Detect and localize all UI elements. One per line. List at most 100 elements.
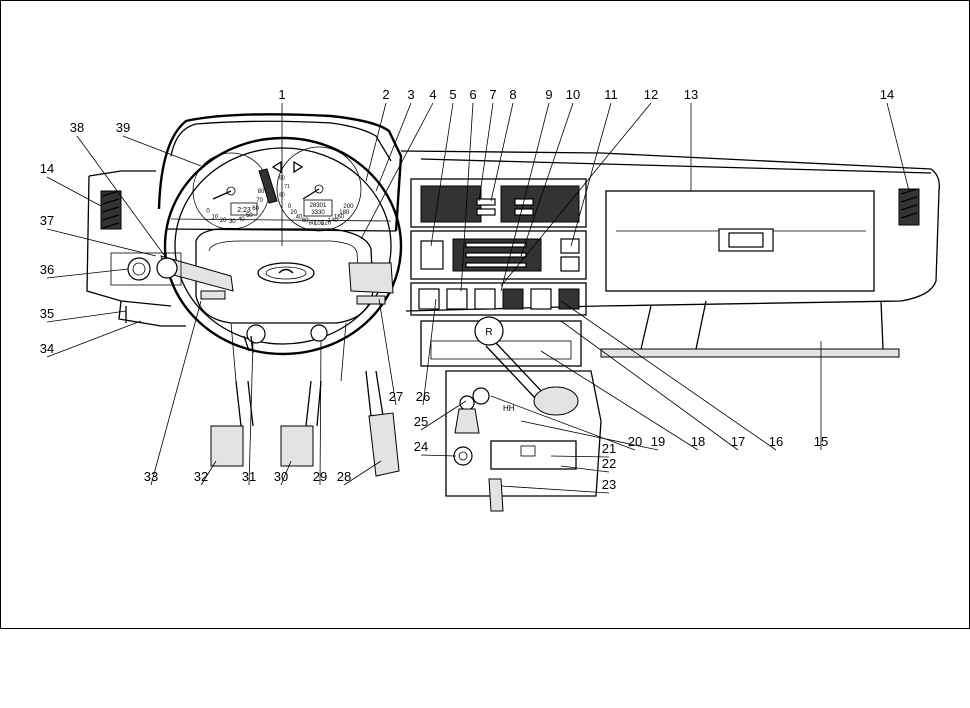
gauge-tick-label: 180 — [339, 210, 350, 216]
center-vent-right[interactable] — [501, 186, 579, 222]
transfer-case-boot — [455, 409, 479, 433]
parking-brake-lever[interactable] — [489, 479, 503, 511]
callout-leader-line — [571, 103, 611, 246]
ignition-switch[interactable] — [247, 325, 265, 343]
hazard-switch[interactable] — [531, 289, 551, 309]
callout-label-34: 34 — [40, 341, 54, 356]
grab-handle — [601, 349, 899, 357]
right-dashboard — [601, 189, 919, 357]
switch-blank-1 — [503, 289, 523, 309]
callout-label-35: 35 — [40, 306, 54, 321]
callout-leader-line — [501, 486, 609, 493]
gear-shift-boot — [534, 387, 578, 415]
gauge-tick-label: 71 — [284, 184, 290, 190]
callout-leader-line — [431, 103, 453, 246]
callout-label-22: 22 — [602, 456, 616, 471]
accelerator-pedal[interactable] — [369, 413, 399, 476]
rear-window-heater-switch[interactable] — [475, 289, 495, 309]
callout-label-32: 32 — [194, 469, 208, 484]
callout-label-3: 3 — [407, 87, 414, 102]
callout-leader-line — [421, 455, 456, 456]
brake-pedal[interactable] — [281, 426, 313, 466]
center-vent-left[interactable] — [421, 186, 481, 222]
callout-label-25: 25 — [414, 414, 428, 429]
gauge-tick-label: 20 — [220, 218, 227, 224]
heater-lever-1[interactable] — [466, 243, 526, 247]
callout-label-12: 12 — [644, 87, 658, 102]
gauge-tick-label: 40 — [238, 217, 245, 223]
switch-blank-2 — [559, 289, 579, 309]
callout-leader-line — [320, 341, 321, 485]
callout-label-6: 6 — [469, 87, 476, 102]
callout-leader-line — [47, 321, 141, 357]
steering-wheel — [165, 138, 401, 354]
callout-leader-line — [366, 103, 386, 181]
heater-fan-switch[interactable] — [447, 289, 467, 309]
callout-label-13: 13 — [684, 87, 698, 102]
headlight-switch[interactable] — [128, 258, 150, 280]
turn-signal-indicators — [273, 162, 302, 172]
callout-label-19: 19 — [651, 434, 665, 449]
callout-label-8: 8 — [509, 87, 516, 102]
callout-leader-line — [47, 229, 156, 256]
callout-label-4: 4 — [429, 87, 436, 102]
callout-label-23: 23 — [602, 477, 616, 492]
callout-label-15: 15 — [814, 434, 828, 449]
callout-label-5: 5 — [449, 87, 456, 102]
wiper-stalk-lower[interactable] — [357, 296, 385, 304]
callout-leader-line — [887, 103, 909, 191]
diff-lock-knob[interactable] — [460, 396, 474, 410]
callout-label-18: 18 — [691, 434, 705, 449]
callout-leader-line — [151, 301, 201, 485]
ashtray[interactable] — [491, 441, 576, 469]
callout-leader-line — [47, 311, 126, 322]
gear-pattern-label: HH — [503, 404, 515, 413]
callout-label-38: 38 — [70, 120, 84, 135]
callout-label-17: 17 — [731, 434, 745, 449]
rear-defroster-switch[interactable] — [561, 239, 579, 253]
callout-label-9: 9 — [545, 87, 552, 102]
wiper-stalk[interactable] — [349, 263, 393, 293]
instrument-light-dimmer[interactable] — [157, 258, 177, 278]
callout-label-10: 10 — [566, 87, 580, 102]
steering-column-lock — [311, 325, 327, 341]
center-console: R HH — [446, 317, 601, 511]
callout-leader-line — [47, 177, 101, 206]
callout-label-33: 33 — [144, 469, 158, 484]
callout-label-21: 21 — [602, 441, 616, 456]
callout-label-36: 36 — [40, 262, 54, 277]
rear-fog-light-switch[interactable] — [561, 257, 579, 271]
lighting-switch[interactable] — [421, 241, 443, 269]
callout-leader-line — [561, 321, 738, 450]
callout-label-14: 14 — [880, 87, 894, 102]
pedals — [211, 371, 399, 476]
callout-label-24: 24 — [414, 439, 428, 454]
left-stalk-lower[interactable] — [201, 291, 225, 299]
cigarette-lighter[interactable] — [454, 447, 472, 465]
odometer-trip-text: 3330 — [311, 210, 325, 216]
gauge-tick-label: 10 — [212, 214, 219, 220]
gauge-tick-label: 70 — [256, 198, 263, 204]
callout-label-39: 39 — [116, 120, 130, 135]
callout-leader-line — [249, 341, 253, 485]
gauge-tick-label: 60 — [252, 206, 259, 212]
callout-label-11: 11 — [604, 87, 618, 102]
gauge-tick-label: 50 — [246, 213, 253, 219]
callout-label-16: 16 — [769, 434, 783, 449]
callout-label-31: 31 — [242, 469, 256, 484]
gauge-tick-label: 200 — [343, 204, 354, 210]
gauge-tick-label: 30 — [229, 219, 236, 225]
callout-leader-line — [561, 301, 776, 450]
callout-label-7: 7 — [489, 87, 496, 102]
clutch-pedal[interactable] — [211, 426, 243, 466]
callout-label-20: 20 — [628, 434, 642, 449]
transfer-case-knob[interactable] — [473, 388, 489, 404]
callout-leader-line — [77, 136, 167, 259]
callout-label-37: 37 — [40, 213, 54, 228]
odometer-total-text: 28301 — [310, 203, 327, 209]
callout-label-1: 1 — [278, 87, 285, 102]
callout-label-28: 28 — [337, 469, 351, 484]
heater-lever-2[interactable] — [466, 253, 526, 257]
gauge-tick-label: 0 — [206, 208, 210, 214]
